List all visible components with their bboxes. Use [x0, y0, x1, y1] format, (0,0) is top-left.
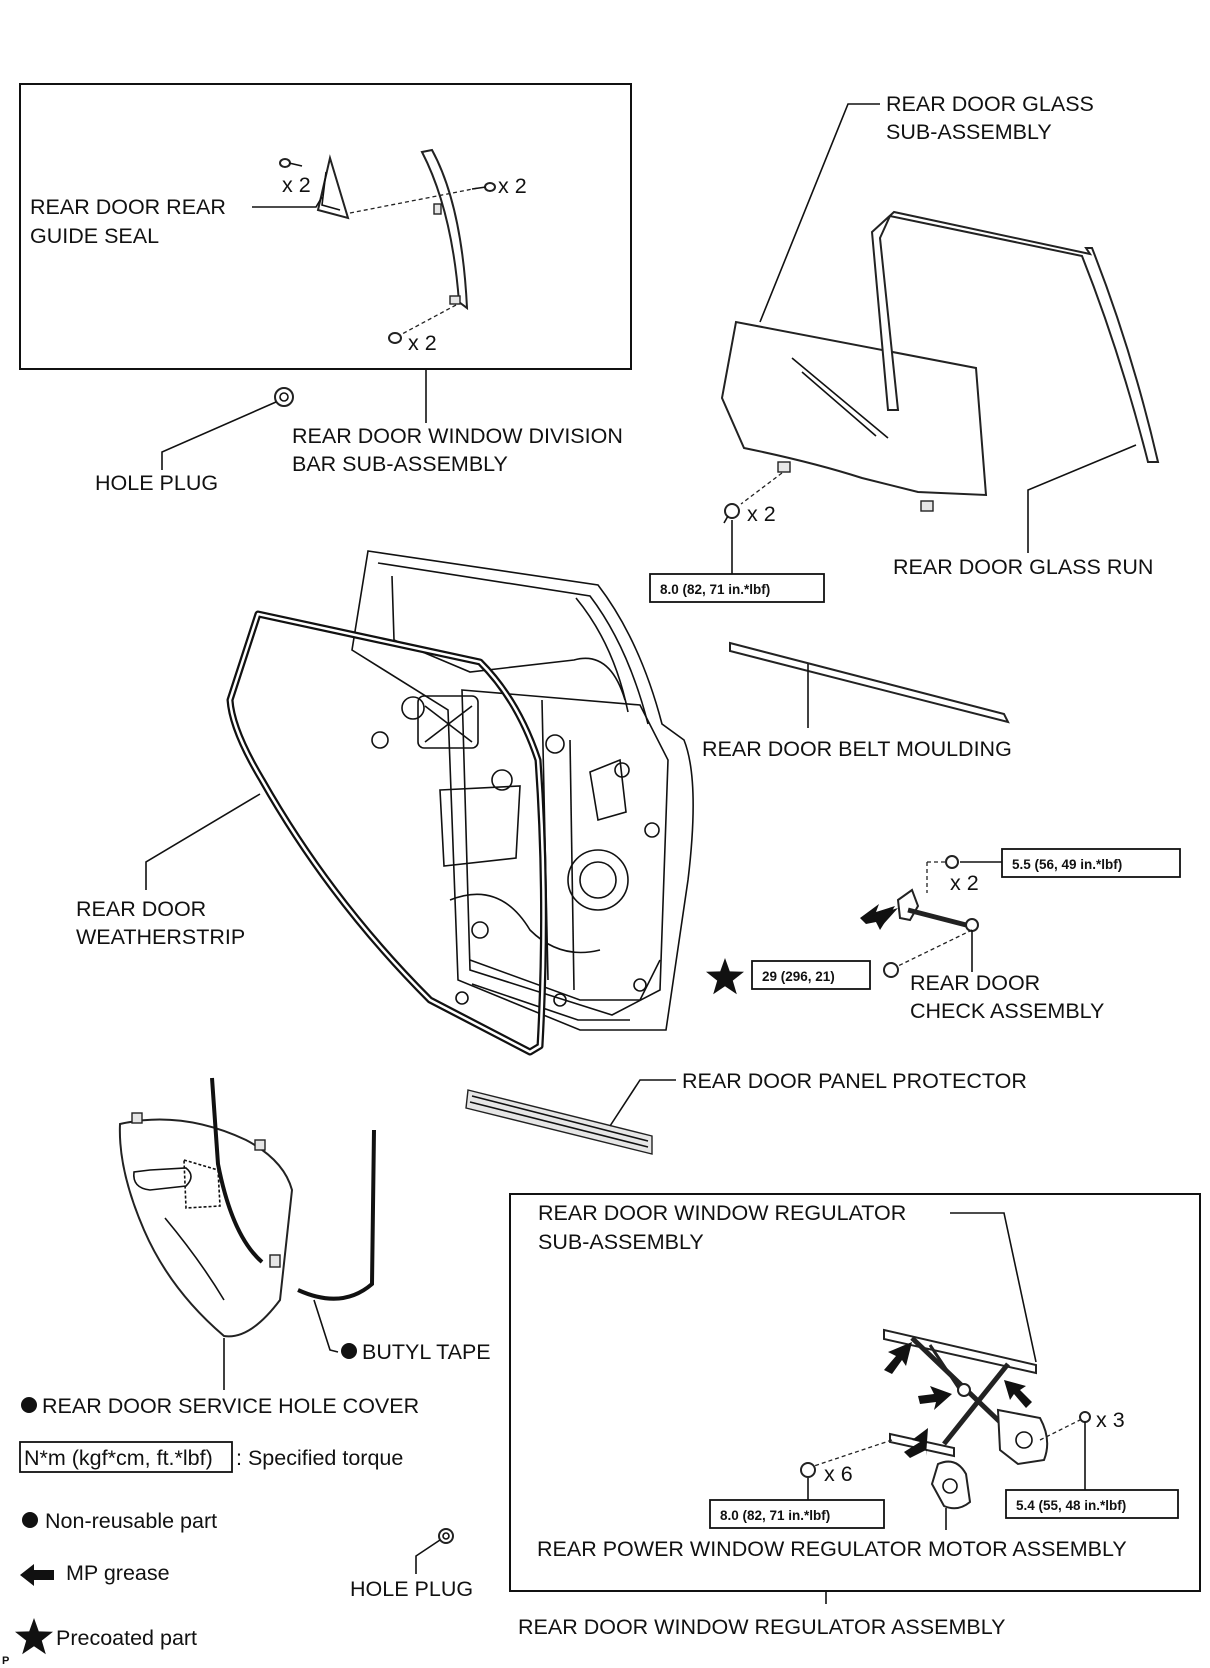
seal-screws-count: x 2 [282, 173, 311, 197]
check-bolt-icon [883, 962, 899, 978]
mp-grease-legend-icon [20, 1564, 54, 1586]
legend-torque-unit: N*m (kgf*cm, ft.*lbf) [24, 1446, 213, 1470]
non-reusable-legend-icon [22, 1512, 38, 1528]
weatherstrip-label: REAR DOOR [76, 897, 206, 921]
rear-guide-seal-label-2: GUIDE SEAL [30, 224, 159, 248]
regulator-assembly-label: REAR DOOR WINDOW REGULATOR ASSEMBLY [518, 1615, 1005, 1639]
regulator-nuts-count: x 3 [1096, 1408, 1125, 1432]
window-regulator-part [883, 1328, 1049, 1466]
glass-bolts-torque-box [649, 573, 825, 603]
service-hole-cover-label: REAR DOOR SERVICE HOLE COVER [42, 1394, 419, 1418]
butyl-tape-label: BUTYL TAPE [362, 1340, 491, 1364]
seal-screw-icon [279, 158, 303, 168]
hole-plug-bottom-label: HOLE PLUG [350, 1577, 473, 1601]
check-label: REAR DOOR [910, 971, 1040, 995]
service-hole-cover-part [118, 1112, 294, 1338]
door-check-part [896, 888, 979, 932]
belt-moulding-part [729, 641, 1010, 724]
non-reusable-dot-cover-icon [21, 1397, 37, 1413]
regulator-bolts-torque-box [709, 1499, 885, 1529]
bar-screw-bottom-icon [388, 332, 402, 344]
belt-moulding-label: REAR DOOR BELT MOULDING [702, 737, 1012, 761]
precoated-legend-icon [15, 1618, 53, 1655]
glass-label: REAR DOOR GLASS [886, 92, 1094, 116]
legend-precoated: Precoated part [56, 1626, 197, 1650]
grease-arrow-3-icon [1004, 1380, 1032, 1408]
regulator-nuts-torque: 5.4 (55, 48 in.*lbf) [1016, 1498, 1126, 1513]
division-bar-part [420, 148, 469, 311]
rear-guide-seal-label: REAR DOOR REAR [30, 195, 226, 219]
rear-guide-seal-part [316, 154, 350, 220]
regulator-bolt-icon [800, 1462, 816, 1478]
legend-mp-grease: MP grease [66, 1561, 170, 1585]
bar-screws-bottom-count: x 2 [408, 331, 437, 355]
legend-torque-text: : Specified torque [236, 1446, 403, 1470]
check-label-2: CHECK ASSEMBLY [910, 999, 1104, 1023]
glass-bolts-torque: 8.0 (82, 71 in.*lbf) [660, 582, 770, 597]
weatherstrip-label-2: WEATHERSTRIP [76, 925, 245, 949]
regulator-inset-box [509, 1193, 1201, 1592]
panel-protector-part [465, 1089, 653, 1155]
division-bar-label: REAR DOOR WINDOW DIVISION [292, 424, 623, 448]
hole-plug-bottom-icon [438, 1528, 454, 1544]
regulator-bolts-torque: 8.0 (82, 71 in.*lbf) [720, 1508, 830, 1523]
motor-assembly-label: REAR POWER WINDOW REGULATOR MOTOR ASSEMB… [537, 1537, 1127, 1561]
hole-plug-top-label: HOLE PLUG [95, 471, 218, 495]
regulator-sub-label-2: SUB-ASSEMBLY [538, 1230, 704, 1254]
regulator-bolts-count: x 6 [824, 1462, 853, 1486]
door-glass-part [720, 320, 988, 512]
bar-screws-top-count: x 2 [498, 174, 527, 198]
weatherstrip-part [226, 610, 548, 1056]
division-bar-label-2: BAR SUB-ASSEMBLY [292, 452, 508, 476]
glass-run-part [870, 210, 1160, 463]
bar-screw-top-icon [471, 182, 496, 192]
hole-plug-top-icon [274, 387, 294, 407]
glass-run-label: REAR DOOR GLASS RUN [893, 555, 1153, 579]
door-frame-part [351, 550, 694, 1031]
check-nut-icon [945, 855, 959, 869]
regulator-nuts-torque-box [1005, 1489, 1179, 1519]
page-mark: P [2, 1655, 9, 1667]
grease-arrow-4-icon [904, 1428, 928, 1458]
check-nuts-torque: 5.5 (56, 49 in.*lbf) [1012, 857, 1122, 872]
glass-bolt-icon [723, 503, 740, 524]
check-bolt-torque: 29 (296, 21) [762, 969, 835, 984]
grease-arrow-1-icon [884, 1342, 912, 1374]
legend-non-reusable: Non-reusable part [45, 1509, 217, 1533]
regulator-nut-icon [1079, 1411, 1091, 1423]
glass-label-2: SUB-ASSEMBLY [886, 120, 1052, 144]
legend-torque-box [19, 1441, 233, 1473]
panel-protector-label: REAR DOOR PANEL PROTECTOR [682, 1069, 1027, 1093]
non-reusable-dot-butyl-icon [341, 1343, 357, 1359]
grease-arrow-2-icon [918, 1386, 952, 1410]
check-nuts-count: x 2 [950, 871, 979, 895]
precoated-star-check-icon [706, 958, 744, 995]
glass-bolts-count: x 2 [747, 502, 776, 526]
division-bar-inset-box [19, 83, 632, 370]
check-bolt-torque-box [751, 960, 871, 990]
regulator-sub-label: REAR DOOR WINDOW REGULATOR [538, 1201, 906, 1225]
regulator-motor-part [930, 1460, 972, 1510]
grease-arrow-check-icon [860, 904, 898, 930]
check-nuts-torque-box [1001, 848, 1181, 878]
